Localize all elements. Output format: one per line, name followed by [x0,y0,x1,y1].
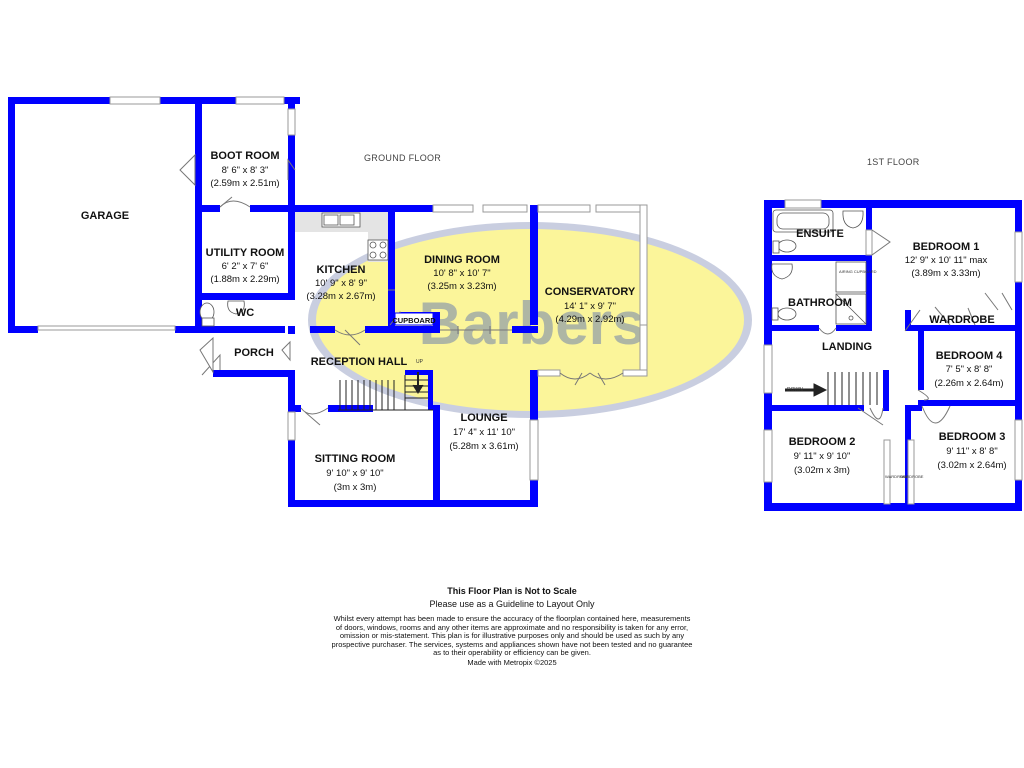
room-dims: 12' 9" x 10' 11" max [905,255,988,266]
wardrobe-small-label-2: WARDROBE [900,474,924,479]
room-name: BEDROOM 2 [789,436,856,448]
room-metric: (2.26m x 2.64m) [934,378,1003,389]
disclaimer-line: prospective purchaser. The services, sys… [331,639,693,649]
room-metric: (2.59m x 2.51m) [210,178,279,189]
room-dims: 10' 8" x 10' 7" [433,268,490,279]
room-metric: (3.02m x 3m) [794,465,850,476]
room-name: BOOT ROOM [210,150,279,162]
room-ensuite: ENSUITE [796,228,844,240]
room-metric: (3.28m x 2.67m) [306,291,375,302]
airing-cupboard [835,261,867,293]
room-bedroom-4: BEDROOM 4 7' 5" x 8' 8" (2.26m x 2.64m) [934,350,1003,389]
room-name: PORCH [234,347,274,359]
room-metric: (3.89m x 3.33m) [911,268,980,279]
room-metric: (1.88m x 2.29m) [210,274,279,285]
room-sitting-room: SITTING ROOM 9' 10" x 9' 10" (3m x 3m) [315,453,396,493]
stairs-up-label: UP [416,359,424,365]
wardrobe-small-label: WARDROBE [885,474,909,479]
room-name: KITCHEN [317,264,366,276]
room-lounge: LOUNGE 17' 4" x 11' 10" (5.28m x 3.61m) [449,412,518,452]
basin-icon [227,300,245,315]
room-name: GARAGE [81,210,129,222]
room-landing: LANDING [822,341,872,353]
room-name: SITTING ROOM [315,453,396,465]
room-dining-room: DINING ROOM 10' 8" x 10' 7" (3.25m x 3.2… [424,254,500,292]
room-name: CONSERVATORY [545,286,636,298]
disclaimer-line: Whilst every attempt has been made to en… [333,614,691,623]
room-name: BEDROOM 3 [939,431,1006,443]
disclaimer-line: as to their operability or efficiency ca… [433,648,591,658]
room-dims: 14' 1" x 9' 7" [564,301,616,312]
room-name: UTILITY ROOM [206,247,285,259]
room-metric: (5.28m x 3.61m) [449,441,518,452]
room-metric: (3.25m x 3.23m) [427,281,496,292]
room-bedroom-2: BEDROOM 2 9' 11" x 9' 10" (3.02m x 3m) [789,436,856,476]
ensuite-toilet-icon [777,239,797,253]
room-wc: WC [236,307,254,319]
room-name: BEDROOM 4 [936,350,1004,362]
stairs-down-label: DOWN [787,387,803,393]
first-stairs [785,372,878,405]
disclaimer: This Floor Plan is Not to Scale Please u… [262,586,762,667]
first-fixtures [771,209,867,325]
room-utility-room: UTILITY ROOM 6' 2" x 7' 6" (1.88m x 2.29… [206,247,285,285]
ground-fixtures [199,212,389,327]
room-kitchen: KITCHEN 10' 9" x 8' 9" (3.28m x 2.67m) [306,264,375,302]
bathroom-toilet-icon [777,307,797,321]
room-dims: 17' 4" x 11' 10" [453,427,515,438]
room-name: WC [236,307,254,319]
room-name: WARDROBE [929,314,994,326]
ground-stairs [338,372,433,411]
disclaimer-subtitle: Please use as a Guideline to Layout Only [429,599,595,609]
airing-cupboard-label: AIRING CUPBOARD [839,269,877,274]
room-wardrobe: WARDROBE [929,314,994,326]
ground-floor-label: GROUND FLOOR [364,153,441,163]
room-reception-hall: RECEPTION HALL [311,356,408,368]
room-name: LOUNGE [460,412,507,424]
room-name: LANDING [822,341,872,353]
first-door-swings [818,229,1013,426]
room-name: RECEPTION HALL [311,356,408,368]
room-metric: (4.29m x 2.92m) [555,314,624,325]
room-name: CUPBOARD [392,316,436,325]
room-dims: 9' 11" x 9' 10" [794,451,851,462]
disclaimer-title: This Floor Plan is Not to Scale [447,586,577,596]
room-porch: PORCH [234,347,274,359]
room-metric: (3.02m x 2.64m) [937,460,1006,471]
room-bedroom-3: BEDROOM 3 9' 11" x 8' 8" (3.02m x 2.64m) [937,431,1006,471]
room-name: ENSUITE [796,228,844,240]
room-bathroom: BATHROOM [788,297,852,309]
room-dims: 7' 5" x 8' 8" [946,364,993,375]
room-name: BEDROOM 1 [913,241,980,253]
room-metric: (3m x 3m) [334,482,377,493]
ground-floor-windows [37,96,648,481]
disclaimer-line: omission or mis-statement. This plan is … [339,631,685,641]
disclaimer-line: of doors, windows, rooms and any other i… [335,622,689,632]
room-dims: 9' 10" x 9' 10" [326,468,383,479]
first-floor-label: 1ST FLOOR [867,157,920,167]
room-name: DINING ROOM [424,254,500,266]
room-dims: 9' 11" x 8' 8" [946,446,997,457]
room-boot-room: BOOT ROOM 8' 6" x 8' 3" (2.59m x 2.51m) [210,150,279,189]
room-bedroom-1: BEDROOM 1 12' 9" x 10' 11" max (3.89m x … [905,241,988,279]
room-dims: 8' 6" x 8' 3" [222,165,269,176]
room-conservatory: CONSERVATORY 14' 1" x 9' 7" (4.29m x 2.9… [545,286,636,325]
room-garage: GARAGE [81,210,129,222]
first-floor-windows [763,199,1023,505]
room-dims: 10' 9" x 8' 9" [315,278,367,289]
room-cupboard: CUPBOARD [392,312,436,326]
ensuite-basin-icon [842,210,864,229]
door-swings [179,153,624,426]
made-with: Made with Metropix ©2025 [467,657,557,667]
room-dims: 6' 2" x 7' 6" [222,261,269,272]
room-name: BATHROOM [788,297,852,309]
bathroom-basin-icon [771,263,793,280]
